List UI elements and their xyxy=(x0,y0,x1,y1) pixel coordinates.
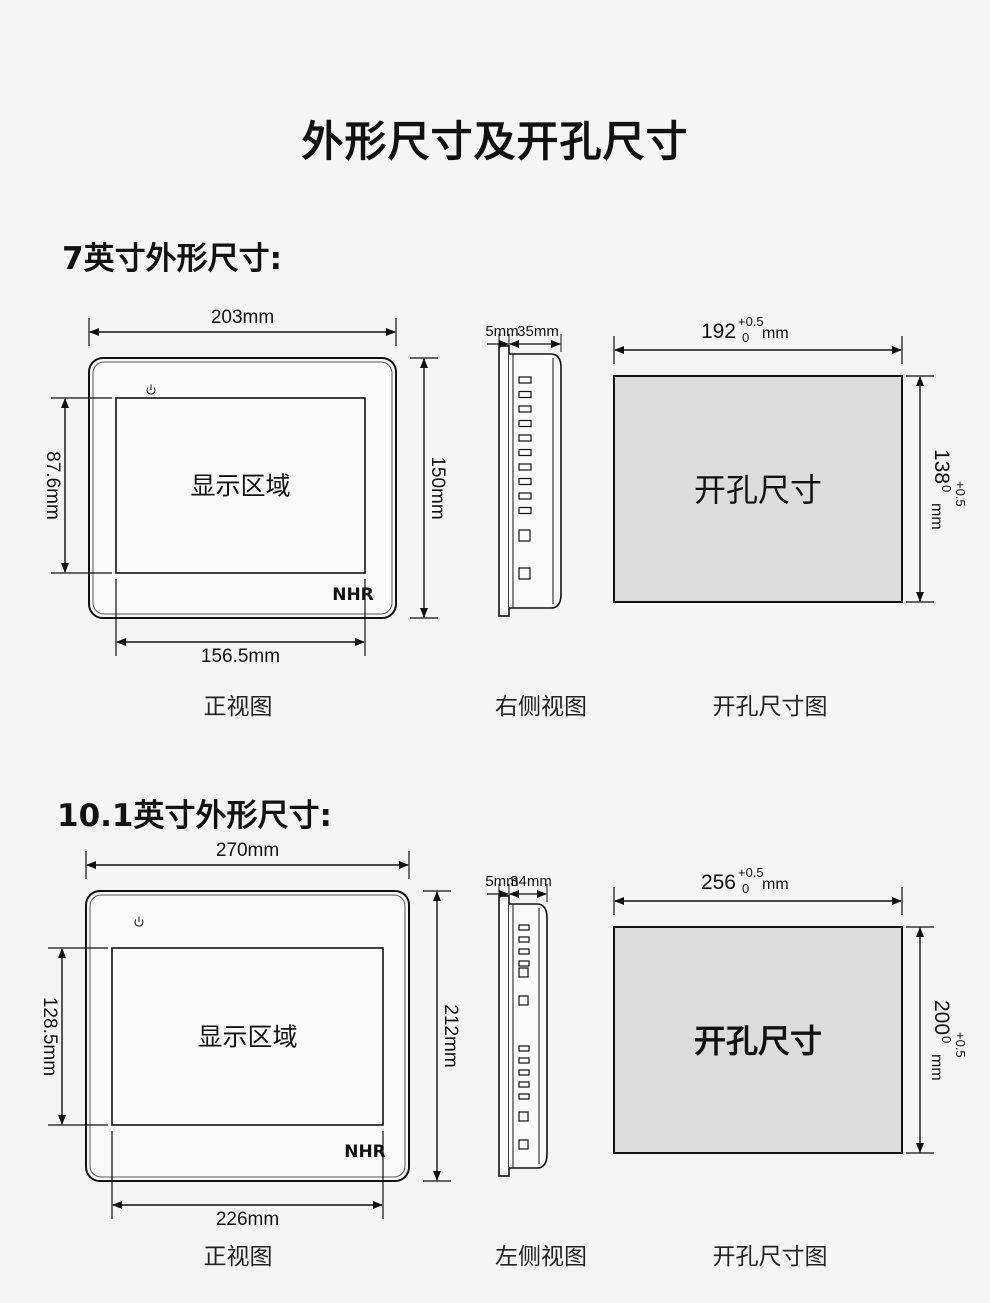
nhr-logo: NHR xyxy=(344,1142,386,1162)
side-bezel-label: 5mm xyxy=(485,323,518,340)
cutout-area-label: 开孔尺寸 xyxy=(694,471,822,509)
cutout-height-tol-lower: 0 xyxy=(939,1036,954,1043)
front-height-label: 150mm xyxy=(427,456,448,519)
side-port xyxy=(518,506,532,515)
cutout-caption-10in: 开孔尺寸图 xyxy=(712,1244,828,1270)
display-area-label: 显示区域 xyxy=(197,1023,297,1052)
display-width-label: 226mm xyxy=(216,1209,279,1230)
side-port xyxy=(518,567,531,580)
section-10in-heading: 10.1英寸外形尺寸: xyxy=(57,798,332,834)
side-port xyxy=(518,1057,530,1064)
front-view-caption-7in: 正视图 xyxy=(203,694,273,720)
side-port xyxy=(518,1093,530,1100)
cutout-width-value: 192 xyxy=(701,320,736,343)
nhr-logo: NHR xyxy=(332,585,374,605)
page-title: 外形尺寸及开孔尺寸 xyxy=(301,117,689,166)
side-depth-label: 34mm xyxy=(510,873,552,890)
side-port xyxy=(518,390,532,399)
display-area xyxy=(115,397,366,574)
cutout-height-unit: mm xyxy=(928,1054,945,1081)
front-view-caption-10in: 正视图 xyxy=(203,1244,273,1270)
display-area-label: 显示区域 xyxy=(190,472,290,501)
side-port xyxy=(518,477,532,486)
front-width-label: 270mm xyxy=(216,840,279,861)
display-area xyxy=(111,947,384,1126)
side-port xyxy=(518,924,530,931)
side-view-caption-10in: 左侧视图 xyxy=(495,1244,587,1270)
side-port xyxy=(518,1045,530,1052)
cutout-width-tol-lower: 0 xyxy=(742,330,749,345)
display-height-label: 128.5mm xyxy=(39,997,60,1076)
side-bezel-plate xyxy=(498,345,510,617)
side-port xyxy=(518,405,532,413)
cutout-width-unit: mm xyxy=(762,876,789,893)
side-port xyxy=(518,1081,530,1088)
cutout-height-value: 138 xyxy=(930,449,953,484)
side-port xyxy=(518,967,529,978)
cutout-width-tol-upper: +0.5 xyxy=(738,865,764,880)
cutout-area-label: 开孔尺寸 xyxy=(694,1022,822,1060)
front-width-label: 203mm xyxy=(211,307,274,328)
cutout-width-tol-lower: 0 xyxy=(742,881,749,896)
front-bezel-inner-edge xyxy=(92,361,393,615)
display-width-label: 156.5mm xyxy=(201,646,280,667)
cutout-height-unit: mm xyxy=(928,503,945,530)
cutout-area xyxy=(613,375,903,603)
side-body xyxy=(509,353,562,609)
side-port xyxy=(518,936,530,943)
display-height-label: 87.6mm xyxy=(42,451,63,520)
side-bezel-label: 5mm xyxy=(485,873,518,890)
power-icon xyxy=(146,387,156,395)
side-port xyxy=(518,419,532,428)
side-port xyxy=(518,376,532,384)
side-port xyxy=(518,434,532,442)
side-view-caption-7in: 右侧视图 xyxy=(495,694,587,720)
side-port xyxy=(518,1111,529,1122)
cutout-width-value: 256 xyxy=(701,871,736,894)
cutout-height-tol-upper: +0.5 xyxy=(953,1032,968,1058)
side-port xyxy=(518,448,532,457)
side-depth-label: 35mm xyxy=(517,323,559,340)
front-bezel-inner-edge xyxy=(89,894,406,1178)
side-port xyxy=(518,463,532,471)
power-icon xyxy=(134,919,144,927)
section-7in-heading: 7英寸外形尺寸: xyxy=(62,241,282,277)
cutout-width-unit: mm xyxy=(762,325,789,342)
side-port xyxy=(518,492,532,500)
side-port xyxy=(518,948,530,955)
cutout-caption-7in: 开孔尺寸图 xyxy=(712,694,828,720)
cutout-height-tol-upper: +0.5 xyxy=(953,481,968,507)
cutout-width-tol-upper: +0.5 xyxy=(738,314,764,329)
side-bezel-plate xyxy=(498,895,510,1177)
cutout-height-tol-lower: 0 xyxy=(939,485,954,492)
cutout-area xyxy=(613,926,903,1154)
side-port xyxy=(518,529,531,542)
side-port xyxy=(518,1069,530,1076)
cutout-height-value: 200 xyxy=(930,1000,953,1035)
front-height-label: 212mm xyxy=(440,1004,461,1067)
side-port xyxy=(518,1139,529,1150)
side-port xyxy=(518,995,529,1006)
side-body xyxy=(509,903,548,1169)
side-port xyxy=(518,960,530,967)
